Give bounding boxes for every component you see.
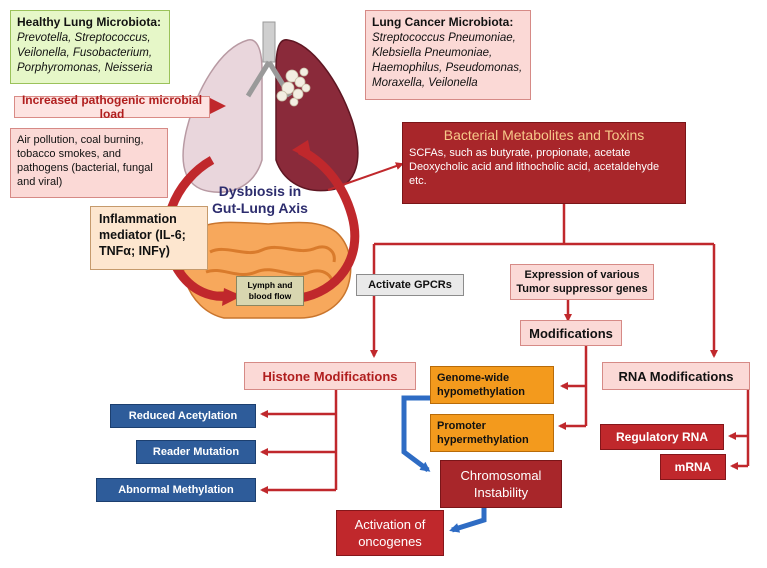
rna-modifications-box: RNA Modifications: [602, 362, 750, 390]
healthy-lung-list: Prevotella, Streptococcus, Veilonella, F…: [17, 32, 153, 74]
metabolites-title: Bacterial Metabolites and Toxins: [443, 127, 645, 143]
metabolites-distribution-lines: [370, 204, 718, 358]
air-pollution-box: Air pollution, coal burning, tobacco smo…: [10, 128, 168, 198]
modifications-box: Modifications: [520, 320, 622, 346]
rna-branch-lines: [728, 390, 750, 470]
activate-gpcrs-box: Activate GPCRs: [356, 274, 464, 296]
healthy-lung-microbiota-box: Healthy Lung Microbiota: Prevotella, Str…: [10, 10, 170, 84]
increased-load-label: Increased pathogenic microbial load: [14, 93, 210, 121]
genome-wide-hypomethylation-box: Genome-wide hypomethylation: [430, 366, 554, 404]
bacterial-metabolites-box: Bacterial Metabolites and Toxins SCFAs, …: [402, 122, 686, 204]
chromosomal-instability-box: Chromosomal Instability: [440, 460, 562, 508]
expression-box: Expression of various Tumor suppressor g…: [510, 264, 654, 300]
reader-mutation-box: Reader Mutation: [136, 440, 256, 464]
lung-cancer-list: Streptococcus Pneumoniae, Klebsiella Pne…: [372, 32, 523, 89]
inflammation-mediator-box: Inflammation mediator (IL-6; TNFα; INFγ): [90, 206, 208, 270]
activation-oncogenes-box: Activation of oncogenes: [336, 510, 444, 556]
lung-cancer-title: Lung Cancer Microbiota:: [372, 15, 514, 29]
promoter-hypermethylation-box: Promoter hypermethylation: [430, 414, 554, 452]
abnormal-methylation-box: Abnormal Methylation: [96, 478, 256, 502]
modifications-branch-lines: [558, 346, 588, 430]
histone-branch-lines: [260, 390, 338, 494]
reduced-acetylation-box: Reduced Acetylation: [110, 404, 256, 428]
lung-cancer-microbiota-box: Lung Cancer Microbiota: Streptococcus Pn…: [365, 10, 531, 100]
healthy-lung-title: Healthy Lung Microbiota:: [17, 15, 161, 29]
dysbiosis-label: Dysbiosis in Gut-Lung Axis: [212, 183, 308, 216]
histone-modifications-box: Histone Modifications: [244, 362, 416, 390]
blue-flow-arrows: [401, 395, 487, 533]
regulatory-rna-box: Regulatory RNA: [600, 424, 724, 450]
mrna-box: mRNA: [660, 454, 726, 480]
metabolites-body: SCFAs, such as butyrate, propionate, ace…: [409, 147, 660, 187]
lymph-blood-flow-box: Lymph and blood flow: [236, 276, 304, 306]
lungs-illustration: [182, 21, 359, 193]
